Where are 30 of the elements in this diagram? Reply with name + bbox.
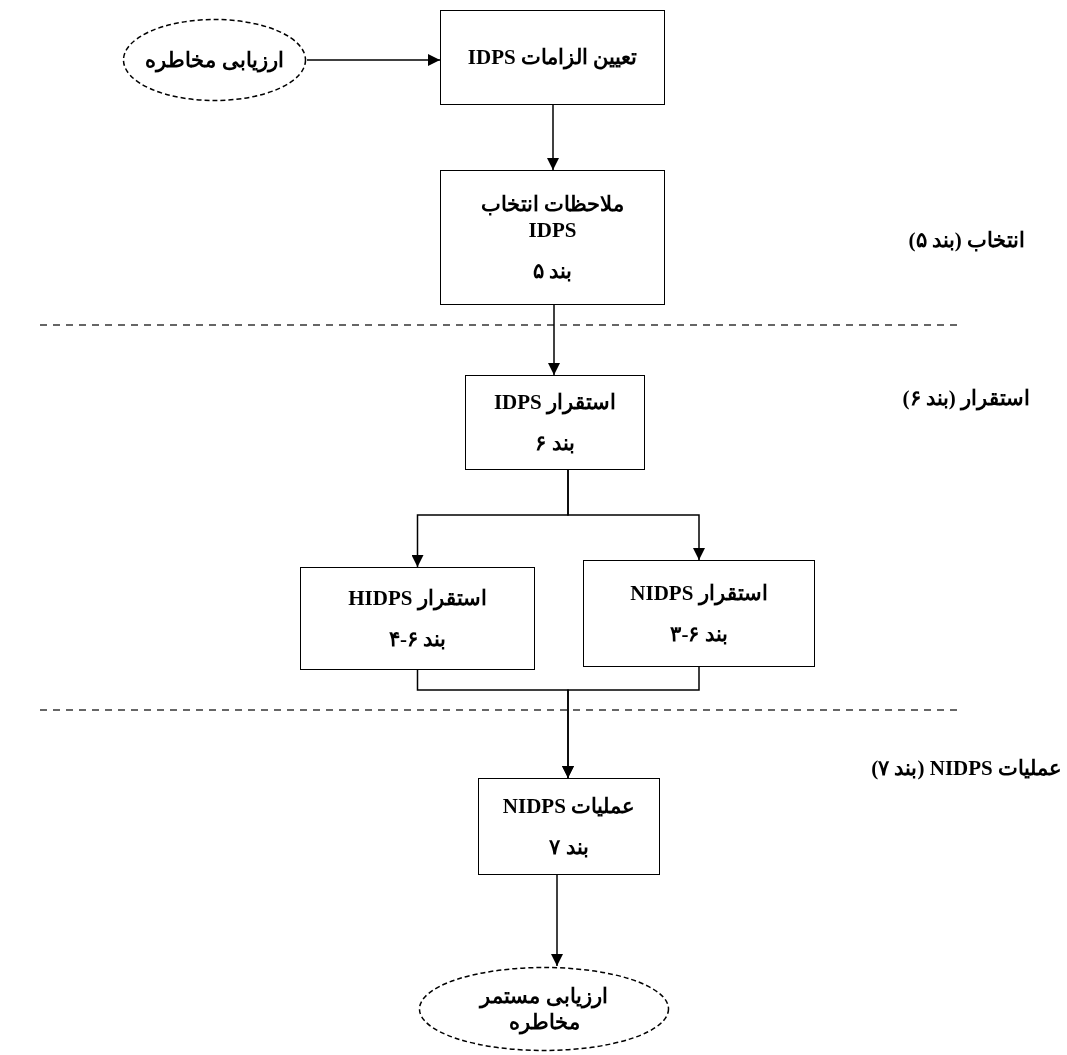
stage-label: استقرار (بند ۶) [902,386,1030,411]
box-text: تعیین الزامات IDPS [467,44,638,71]
arrow [548,304,560,376]
process-box [583,560,815,667]
process-box [478,778,660,875]
section-ref: بند ۶-۴ [388,625,447,652]
stage-label: انتخاب (بند ۵) [908,228,1025,253]
section-title: استقرار NIDPS [630,580,768,607]
dashed-ellipse [122,18,307,102]
stage-label: عملیات NIDPS (بند ۷) [871,756,1062,781]
arrow [567,469,705,561]
ellipse-text: ارزیابی مستمر مخاطره [477,982,609,1036]
arrow [562,666,700,779]
section-title: استقرار HIDPS [348,585,487,612]
section-ref: بند ۷ [549,833,589,860]
process-box [300,567,535,670]
ellipse-text: ارزیابی مخاطره [145,46,284,74]
process-box [440,170,665,305]
section-title: عملیات NIDPS [502,793,636,820]
arrow [551,874,563,967]
section-ref: بند ۵ [532,257,573,284]
process-box [440,10,665,105]
arrow [306,54,441,66]
section-title: ملاحظات انتخاب IDPS [479,191,626,244]
arrow [547,104,559,171]
section-ref: بند ۶-۳ [670,620,728,647]
section-title: استقرار IDPS [493,389,617,416]
process-box [465,375,645,470]
section-ref: بند ۶ [535,429,575,456]
dashed-ellipse [418,966,670,1052]
